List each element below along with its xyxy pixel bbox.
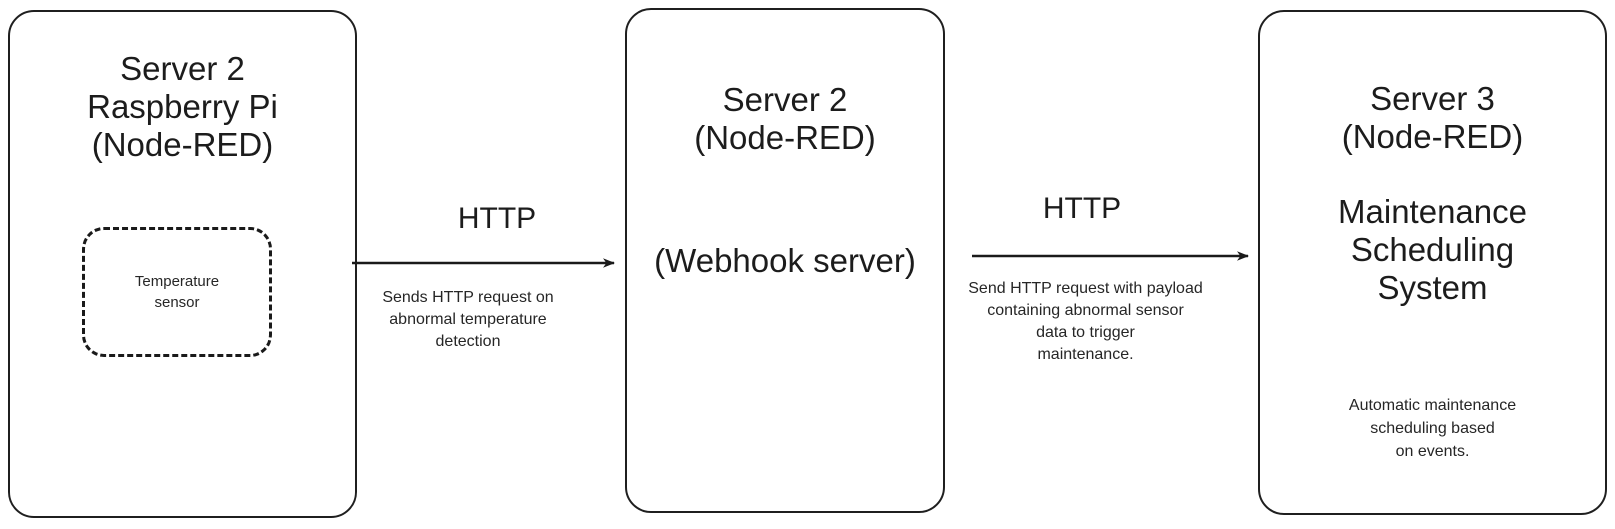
connector-pi-to-webhook-arrow xyxy=(352,258,615,268)
node-server3-note-text: Automatic maintenance scheduling based o… xyxy=(1260,394,1605,463)
connector-webhook-to-maintenance-label: HTTP xyxy=(1042,192,1122,225)
node-server3-title-text: Server 3 (Node-RED) xyxy=(1260,80,1605,156)
connector-webhook-to-maintenance-arrow xyxy=(972,251,1249,261)
connector-pi-to-webhook-label: HTTP xyxy=(457,202,537,235)
node-server3-maintenance[interactable]: Server 3 (Node-RED) Maintenance Scheduli… xyxy=(1258,10,1607,515)
node-note: Automatic maintenance scheduling based o… xyxy=(1348,397,1517,460)
node-server2-raspberry-pi[interactable]: Server 2 Raspberry Pi (Node-RED) Tempera… xyxy=(8,10,357,518)
connector-webhook-to-maintenance-note: Send HTTP request with payload containin… xyxy=(968,280,1203,363)
temperature-sensor-box[interactable]: Temperature sensor xyxy=(82,227,272,357)
node-title: Server 3 (Node-RED) xyxy=(1341,80,1524,155)
connector-pi-to-webhook-note: Sends HTTP request on abnormal temperatu… xyxy=(382,289,554,350)
node-server2-webhook-title-text: Server 2 (Node-RED) xyxy=(627,81,943,157)
node-subtitle: Maintenance Scheduling System xyxy=(1338,193,1527,306)
node-server2-webhook-subtitle-text: (Webhook server) xyxy=(627,242,943,280)
node-server3-subtitle-text: Maintenance Scheduling System xyxy=(1260,193,1605,307)
node-server2-raspberry-pi-text: Server 2 Raspberry Pi (Node-RED) xyxy=(10,50,355,164)
node-server2-webhook[interactable]: Server 2 (Node-RED) (Webhook server) xyxy=(625,8,945,513)
node-subtitle: (Webhook server) xyxy=(654,242,916,279)
temperature-sensor-label: Temperature sensor xyxy=(134,273,220,311)
node-title: Server 2 (Node-RED) xyxy=(694,81,876,156)
node-title: Server 2 Raspberry Pi (Node-RED) xyxy=(87,50,278,163)
